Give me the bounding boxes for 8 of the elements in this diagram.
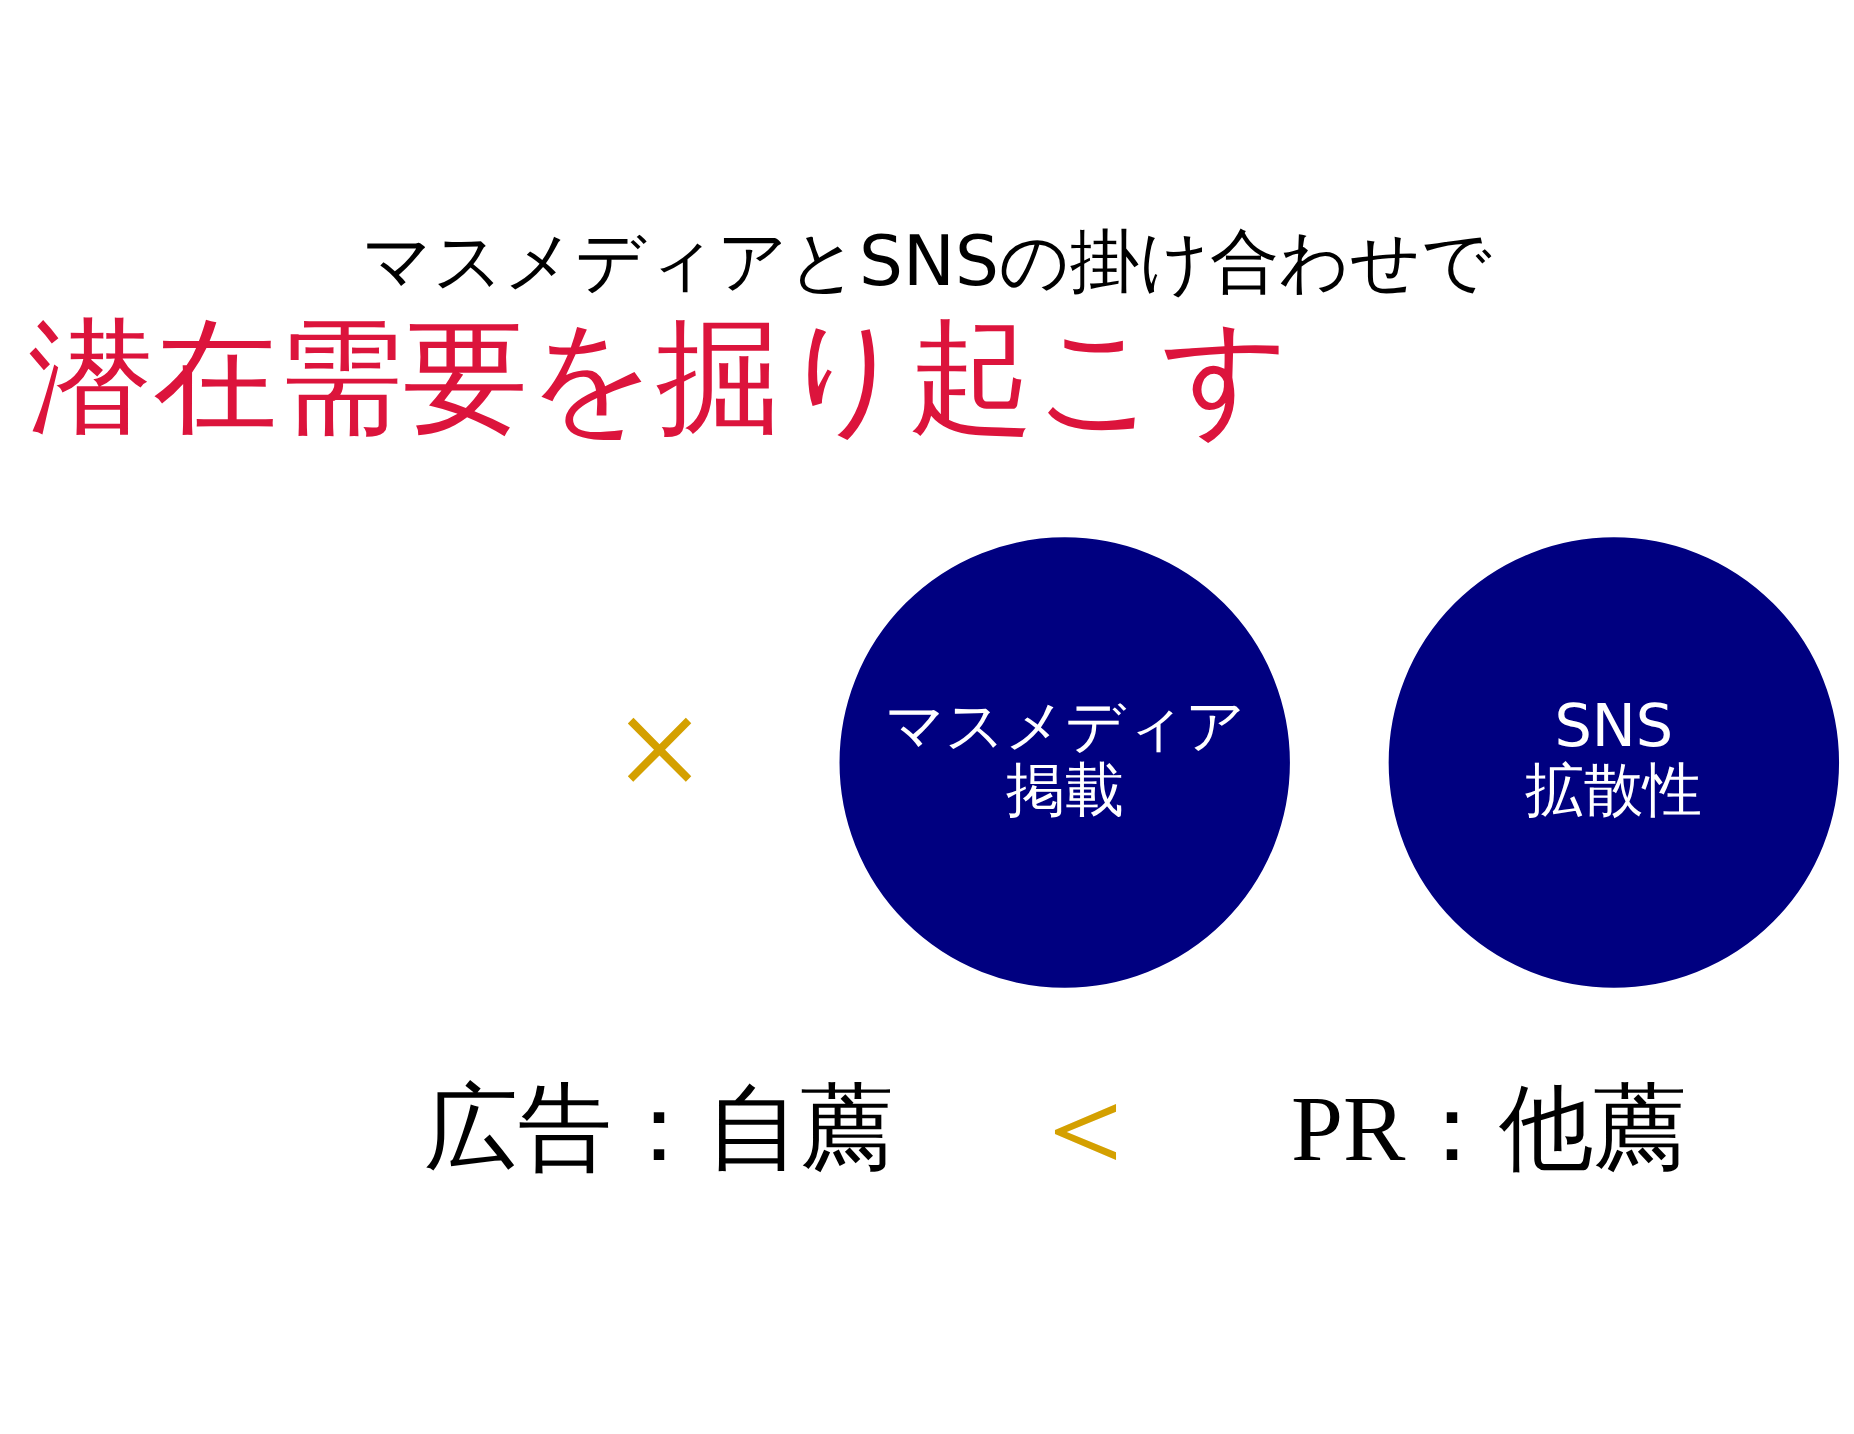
label: ＜	[1023, 1051, 1149, 1197]
diagram-title: マスメディアとSNSの掛け合わせで	[362, 220, 1492, 301]
node-circle: マスメディア 掲載	[839, 536, 1290, 988]
label: PR：他薦	[1290, 1076, 1688, 1180]
label: 広告：自薦	[424, 1072, 895, 1182]
label: 潜在需要を掘り起こす	[28, 308, 1291, 447]
node-circle: SNS 拡散性	[1388, 536, 1840, 988]
label: ×	[615, 662, 704, 836]
